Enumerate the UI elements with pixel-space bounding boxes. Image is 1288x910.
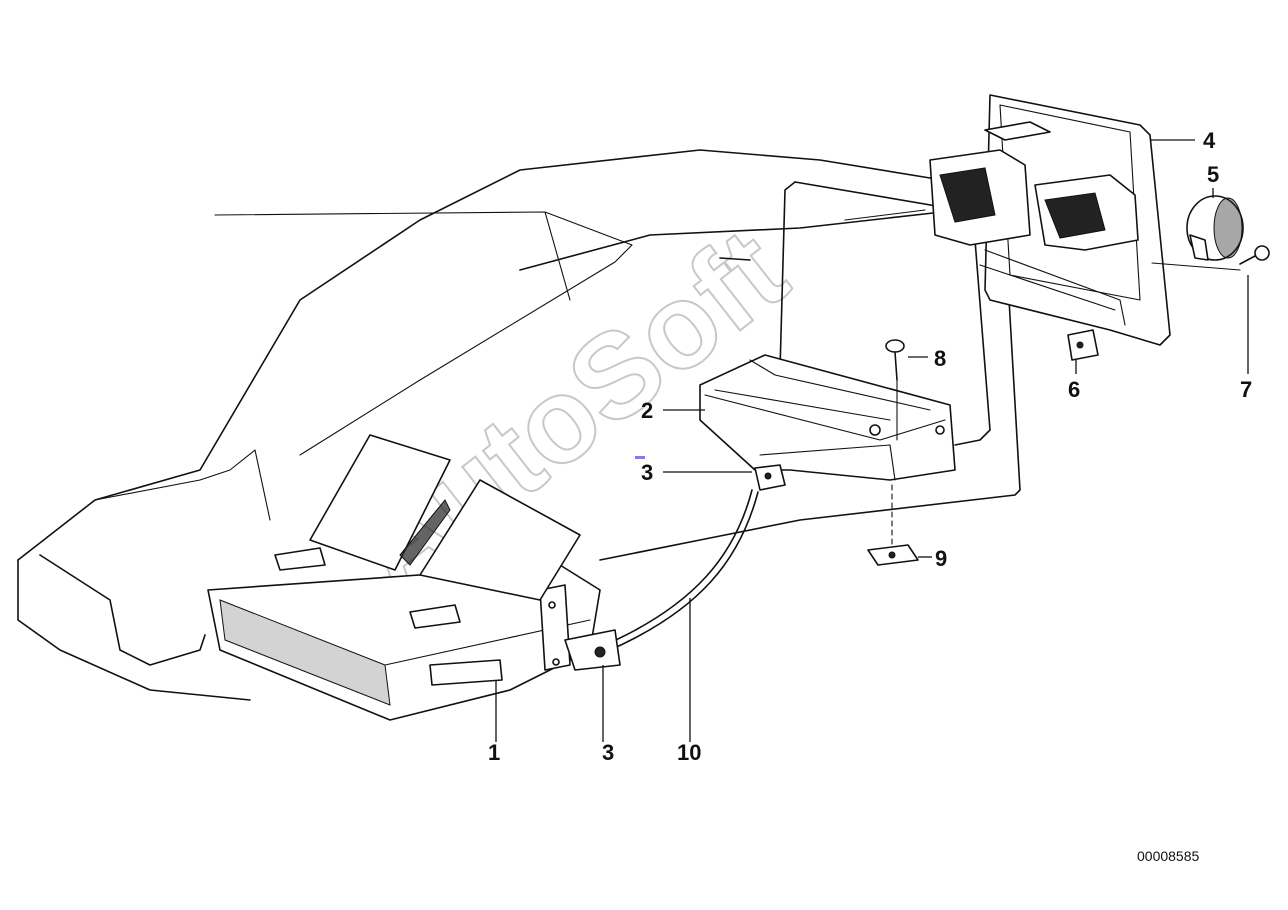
part-5-knob — [1186, 195, 1244, 261]
callout-7: 7 — [1240, 377, 1252, 402]
callout-2: 2 — [641, 398, 653, 423]
leader-lines — [495, 139, 1249, 742]
callout-3-lower: 3 — [602, 740, 614, 765]
part-8-screw — [885, 339, 905, 441]
part-10-cable — [604, 489, 759, 651]
callout-6: 6 — [1068, 377, 1080, 402]
part-4-vent-housing — [929, 94, 1171, 346]
callout-8: 8 — [934, 346, 946, 371]
callout-4: 4 — [1203, 128, 1216, 153]
callout-10: 10 — [677, 740, 701, 765]
callout-5: 5 — [1207, 162, 1219, 187]
part-2-bracket — [699, 354, 956, 481]
blue-mark — [635, 456, 645, 459]
dashboard-outline — [17, 149, 1021, 701]
part-3-clip-upper — [754, 464, 786, 491]
document-number: 00008585 — [1137, 848, 1200, 864]
part-6-clip — [1067, 329, 1099, 361]
vent-flaps — [274, 434, 581, 629]
part-7-screw — [1151, 245, 1270, 271]
part-1-air-duct — [207, 564, 621, 721]
callout-3-upper: 3 — [641, 460, 653, 485]
callout-9: 9 — [935, 546, 947, 571]
callout-labels: 1 2 3 3 4 5 6 7 8 9 10 — [488, 128, 1252, 765]
callout-1: 1 — [488, 740, 500, 765]
part-9-clip-nut — [867, 484, 919, 566]
